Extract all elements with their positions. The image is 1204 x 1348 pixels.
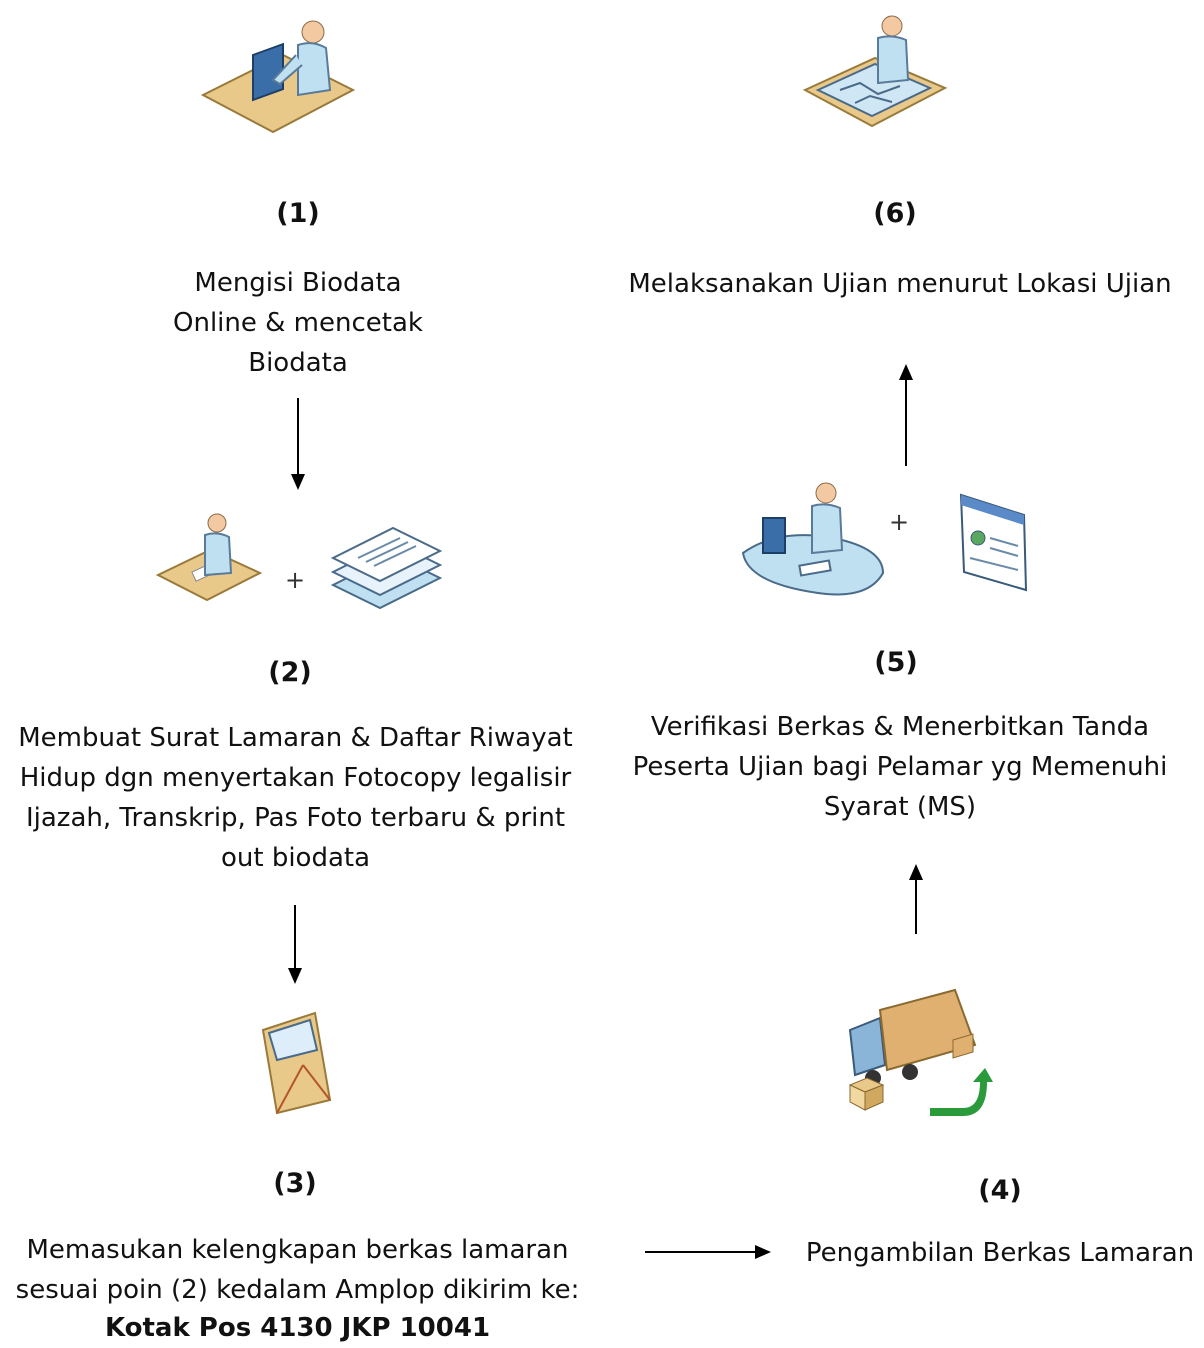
plus-sign-step-2: +	[285, 566, 306, 594]
delivery-truck-icon	[848, 988, 993, 1116]
step-5-label-line-2: Peserta Ujian bagi Pelamar yg Memenuhi	[632, 752, 1168, 782]
arrow-right-3-to-4	[645, 1245, 771, 1259]
document-stack-icon	[330, 526, 443, 610]
person-writing-at-desk-icon	[155, 513, 263, 602]
step-1-label-line-1: Mengisi Biodata	[194, 268, 402, 298]
step-2-label-line-4: out biodata	[220, 843, 371, 873]
step-2-number: (2)	[268, 657, 312, 688]
step-3-label-line-2: sesuai poin (2) kedalam Amplop dikirim k…	[15, 1275, 580, 1305]
step-4-number: (4)	[978, 1175, 1022, 1206]
person-at-map-table-icon	[802, 15, 948, 128]
arrow-down-1-to-2	[291, 398, 305, 490]
step-4-label-line-1: Pengambilan Berkas Lamaran	[805, 1238, 1195, 1268]
web-page-icon	[959, 493, 1028, 592]
arrow-down-2-to-3	[288, 905, 302, 984]
arrow-up-5-to-6	[899, 364, 913, 466]
step-2-label-line-1: Membuat Surat Lamaran & Daftar Riwayat	[18, 723, 573, 753]
step-6-label-line-1: Melaksanakan Ujian menurut Lokasi Ujian	[628, 269, 1172, 299]
plus-sign-step-5: +	[889, 508, 910, 536]
envelope-icon	[261, 1011, 332, 1115]
step-6-number: (6)	[873, 198, 917, 229]
step-2-label-line-3: Ijazah, Transkrip, Pas Foto terbaru & pr…	[25, 803, 566, 833]
step-1-number: (1)	[276, 198, 320, 229]
person-at-workstation-icon	[741, 482, 885, 596]
step-5-number: (5)	[874, 647, 918, 678]
step-2-label-line-2: Hidup dgn menyertakan Fotocopy legalisir	[19, 763, 572, 793]
step-1-label-line-3: Biodata	[248, 348, 348, 378]
arrow-up-4-to-5	[909, 864, 923, 934]
step-3-number: (3)	[273, 1168, 317, 1199]
step-3-address: Kotak Pos 4130 JKP 10041	[104, 1313, 491, 1343]
step-5-label-line-3: Syarat (MS)	[823, 792, 977, 822]
person-at-computer-icon	[200, 20, 356, 134]
step-1-label-line-2: Online & mencetak	[173, 308, 423, 338]
step-5-label-line-1: Verifikasi Berkas & Menerbitkan Tanda	[650, 712, 1150, 742]
step-3-label-line-1: Memasukan kelengkapan berkas lamaran	[26, 1235, 569, 1265]
